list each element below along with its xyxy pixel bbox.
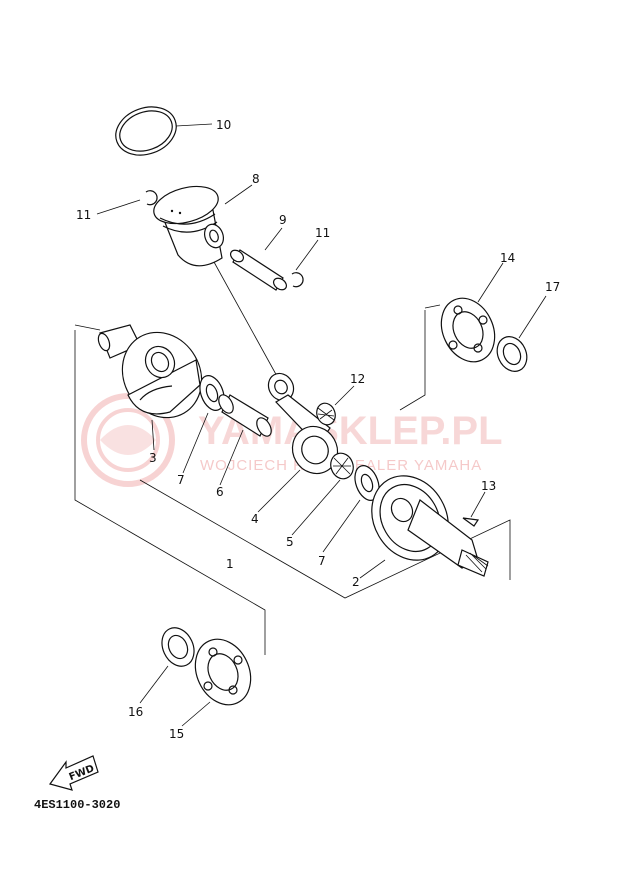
forward-arrow-icon: FWD — [49, 755, 99, 791]
piston-ring — [115, 106, 177, 156]
label-part-13: 13 — [481, 479, 496, 493]
label-part-10: 10 — [216, 118, 231, 132]
label-part-1: 1 — [226, 557, 234, 571]
connecting-rod — [267, 372, 339, 475]
label-part-14: 14 — [500, 251, 515, 265]
crank-pin — [218, 394, 272, 437]
label-part-11-left: 11 — [76, 208, 91, 222]
assembly-outline — [74, 304, 511, 655]
label-part-5: 5 — [286, 535, 294, 549]
label-part-7-left: 7 — [177, 473, 185, 487]
label-part-6: 6 — [216, 485, 224, 499]
label-part-3: 3 — [149, 451, 157, 465]
woodruff-key — [462, 517, 480, 527]
oil-seal-left — [161, 627, 195, 667]
label-part-8: 8 — [252, 172, 260, 186]
piston-pin — [229, 249, 288, 291]
piston-pin-clip-left — [145, 190, 158, 206]
label-part-7-right: 7 — [318, 554, 326, 568]
big-end-bearing — [330, 452, 354, 480]
piston — [153, 185, 225, 267]
leader-lines — [96, 123, 547, 727]
oil-seal-right — [496, 336, 528, 372]
crankshaft-half-left — [97, 324, 203, 419]
crankshaft-half-right — [371, 475, 489, 577]
label-part-11-right: 11 — [315, 226, 330, 240]
label-part-17: 17 — [545, 280, 560, 294]
label-part-9: 9 — [279, 213, 287, 227]
bearing-left — [194, 638, 252, 706]
label-part-15: 15 — [169, 727, 184, 741]
small-end-bearing — [316, 402, 336, 426]
label-part-4: 4 — [251, 512, 259, 526]
piston-pin-clip-right — [291, 272, 304, 288]
diagram-code: 4ES1100-3020 — [34, 798, 120, 812]
bearing-right — [440, 297, 496, 363]
label-part-16: 16 — [128, 705, 143, 719]
label-part-12: 12 — [350, 372, 365, 386]
label-part-2: 2 — [352, 575, 360, 589]
part-labels: 10 11 8 9 11 14 17 12 3 7 6 4 5 1 7 2 13… — [76, 118, 560, 741]
thrust-washer-left — [199, 375, 225, 411]
